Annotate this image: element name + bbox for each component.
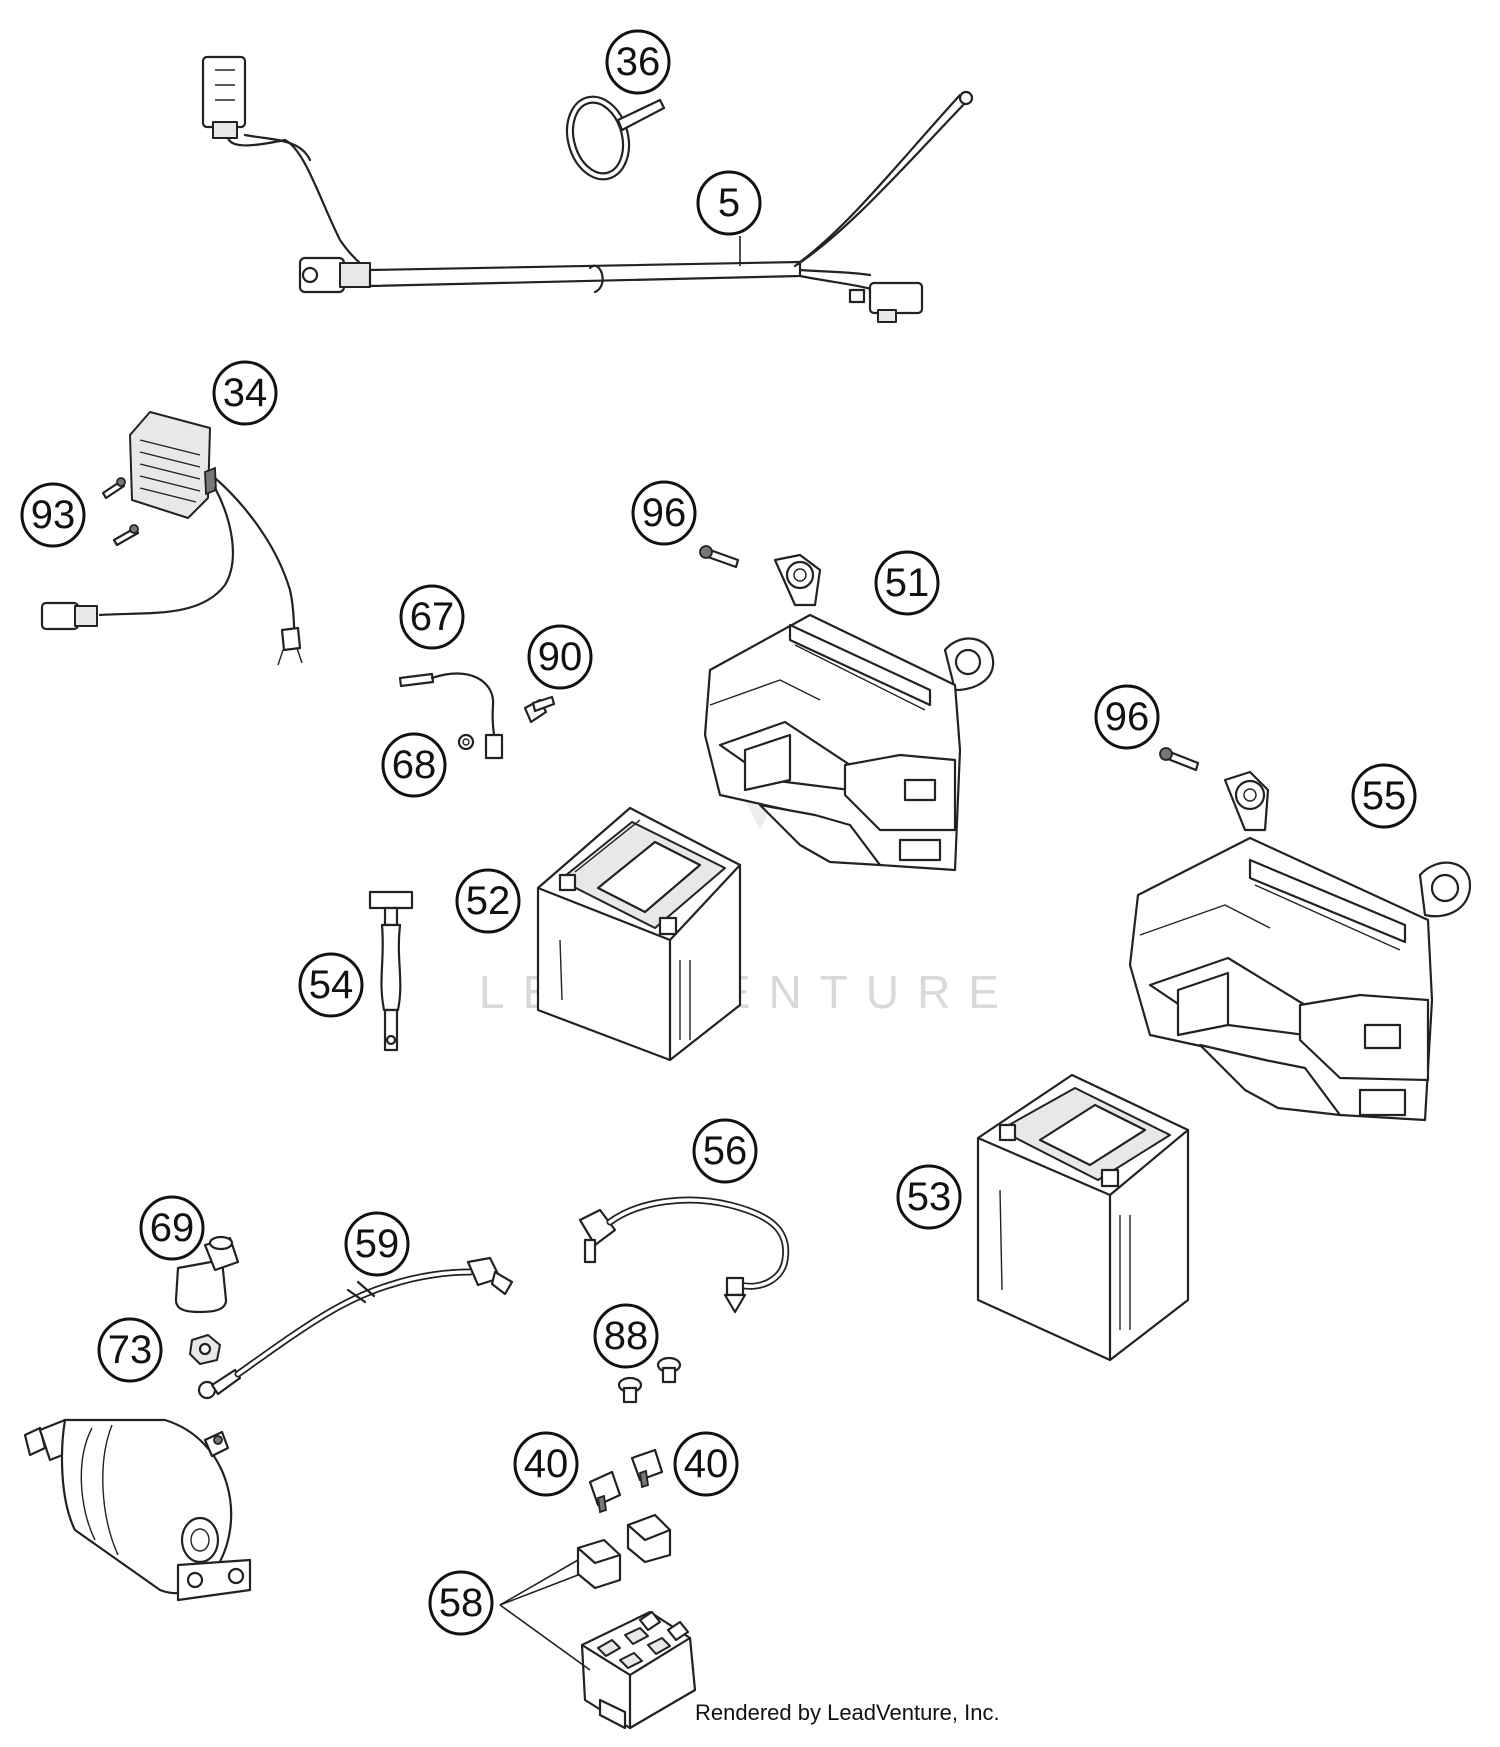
battery-53-part (976, 1073, 1190, 1362)
svg-text:96: 96 (642, 491, 687, 535)
svg-text:69: 69 (150, 1206, 195, 1250)
svg-text:36: 36 (616, 40, 661, 84)
callout-73[interactable]: 73 (97, 1317, 163, 1383)
svg-text:96: 96 (1105, 695, 1150, 739)
fuses-40-part (588, 1448, 664, 1514)
screws-88-part (617, 1356, 682, 1404)
callout-36[interactable]: 36 (605, 29, 671, 95)
svg-text:54: 54 (309, 963, 354, 1007)
callout-55[interactable]: 55 (1351, 763, 1417, 829)
screw-96-lower-part (1159, 747, 1200, 772)
protective-cap-part (174, 1235, 240, 1314)
svg-text:67: 67 (410, 595, 455, 639)
voltage-regulator-part (40, 411, 303, 666)
svg-text:88: 88 (604, 1314, 649, 1358)
callout-53[interactable]: 53 (896, 1164, 962, 1230)
callout-90[interactable]: 90 (527, 624, 593, 690)
callout-54[interactable]: 54 (298, 952, 364, 1018)
svg-text:55: 55 (1362, 774, 1407, 818)
callout-58[interactable]: 58 (428, 1570, 494, 1636)
battery-holder-55-part (1128, 770, 1472, 1122)
svg-text:58: 58 (439, 1581, 484, 1625)
svg-text:53: 53 (907, 1175, 952, 1219)
cable-tie-part (565, 95, 666, 181)
callout-34[interactable]: 34 (212, 360, 278, 426)
svg-text:40: 40 (684, 1442, 729, 1486)
ground-cable-part (398, 672, 556, 760)
callout-40-left[interactable]: 40 (513, 1431, 579, 1497)
callout-51[interactable]: 51 (874, 550, 940, 616)
battery-52-part (536, 806, 742, 1062)
starter-cable-59-part (197, 1256, 514, 1400)
callout-5[interactable]: 5 (696, 170, 762, 236)
svg-text:5: 5 (718, 181, 740, 225)
credit-text: Rendered by LeadVenture, Inc. (695, 1700, 1000, 1725)
svg-text:56: 56 (703, 1129, 748, 1173)
starter-relay-58-part (499, 1513, 697, 1730)
starter-motor-part (23, 1418, 252, 1602)
callout-96-lower[interactable]: 96 (1094, 684, 1160, 750)
svg-text:40: 40 (524, 1442, 569, 1486)
callout-68[interactable]: 68 (381, 732, 447, 798)
svg-text:34: 34 (223, 371, 268, 415)
callout-69[interactable]: 69 (139, 1195, 205, 1261)
callout-40-right[interactable]: 40 (673, 1431, 739, 1497)
svg-text:93: 93 (31, 493, 76, 537)
callout-56[interactable]: 56 (692, 1118, 758, 1184)
svg-text:90: 90 (538, 635, 583, 679)
battery-cable-56-part (578, 1196, 790, 1314)
callout-96-upper[interactable]: 96 (631, 480, 697, 546)
callout-59[interactable]: 59 (344, 1211, 410, 1277)
callout-93[interactable]: 93 (20, 482, 86, 548)
svg-text:73: 73 (108, 1328, 153, 1372)
svg-text:51: 51 (885, 561, 930, 605)
nut-73-part (189, 1334, 221, 1365)
callout-88[interactable]: 88 (593, 1303, 659, 1369)
callouts: 36 5 34 93 96 51 67 90 68 96 55 (20, 29, 1417, 1636)
callout-67[interactable]: 67 (399, 584, 465, 650)
svg-text:68: 68 (392, 743, 437, 787)
battery-holder-51-part (703, 553, 995, 872)
svg-text:59: 59 (355, 1222, 400, 1266)
wiring-harness-part (201, 55, 974, 323)
fuse-54-part (368, 890, 414, 1052)
screw-96-upper-part (699, 545, 740, 569)
callout-52[interactable]: 52 (455, 868, 521, 934)
svg-text:52: 52 (466, 879, 511, 923)
